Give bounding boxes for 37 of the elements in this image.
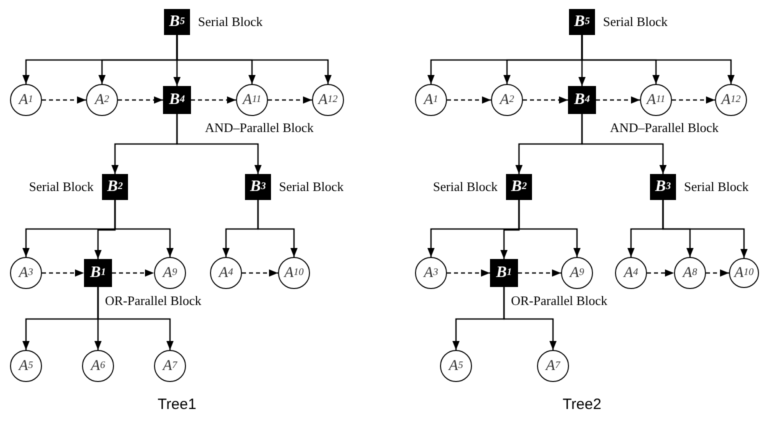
dashed-arrow <box>268 96 312 104</box>
block-type-label: Serial Block <box>684 180 749 194</box>
dashed-arrow <box>523 96 568 104</box>
arrow <box>257 200 298 257</box>
dashed-arrow <box>447 96 491 104</box>
arrow <box>581 35 735 84</box>
dashed-arrow <box>242 269 278 277</box>
block-type-label: AND–Parallel Block <box>610 121 719 136</box>
arrow <box>518 200 581 257</box>
dashed-arrow <box>191 96 236 104</box>
arrow <box>503 287 557 350</box>
tree-caption: Tree2 <box>562 396 602 413</box>
dashed-arrow <box>42 269 84 277</box>
dashed-arrow <box>112 269 154 277</box>
dashed-arrow <box>706 269 729 277</box>
arrow <box>97 287 174 350</box>
block-type-label: Serial Block <box>29 180 94 194</box>
block-type-label: OR-Parallel Block <box>105 294 202 308</box>
block-type-label: Serial Block <box>198 15 263 30</box>
dashed-arrow <box>596 96 640 104</box>
dashed-arrow <box>647 269 674 277</box>
dashed-arrow <box>42 96 86 104</box>
block-type-label: AND–Parallel Block <box>205 121 314 136</box>
arrow <box>581 114 667 174</box>
dashed-arrow <box>518 269 561 277</box>
block-type-label: Serial Block <box>603 15 668 30</box>
dashed-arrow <box>118 96 163 104</box>
dashed-arrow <box>447 269 490 277</box>
arrow <box>176 35 332 84</box>
arrow <box>114 200 174 257</box>
arrow <box>176 114 262 174</box>
arrow <box>662 200 748 258</box>
dashed-arrow <box>672 96 715 104</box>
block-type-label: OR-Parallel Block <box>511 294 608 308</box>
tree-caption: Tree1 <box>158 396 196 413</box>
block-type-label: Serial Block <box>279 180 344 194</box>
block-type-label: Serial Block <box>433 180 498 194</box>
